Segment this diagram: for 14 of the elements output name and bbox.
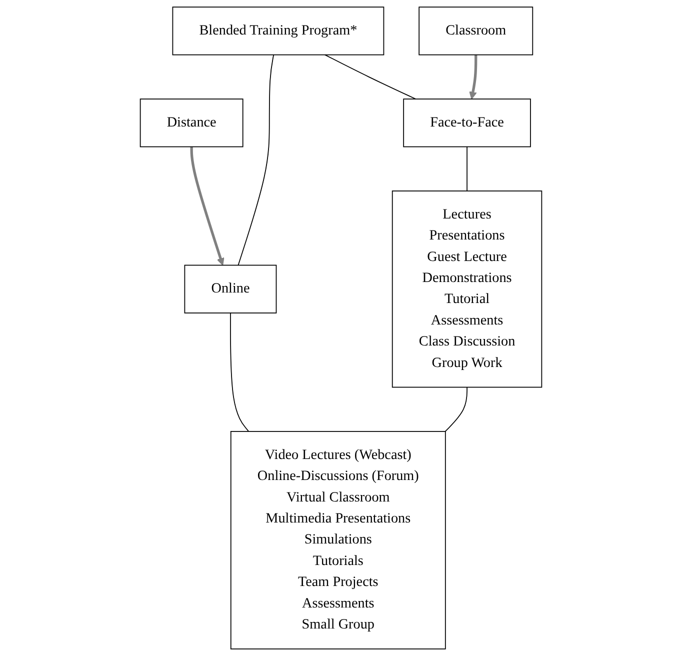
arrow xyxy=(190,146,224,266)
connector xyxy=(230,312,250,432)
arrow xyxy=(469,54,478,100)
connector xyxy=(238,54,274,266)
node-box: Face-to-Face xyxy=(403,98,531,148)
connector xyxy=(444,386,468,432)
connector xyxy=(466,146,468,192)
connector xyxy=(324,54,416,100)
node-box: Classroom xyxy=(418,6,534,56)
node-box: Online xyxy=(184,264,277,314)
node-box: Blended Training Program* xyxy=(172,6,384,56)
node-box: Distance xyxy=(140,98,244,148)
node-box: Video Lectures (Webcast) Online-Discussions (Forum) Virtual Classroom Multimedia Presentations Simulations Tutorials Team Projects Assessments Small Group xyxy=(230,431,446,650)
node-box: Lectures Presentations Guest Lecture Demonstrations Tutorial Assessments Class Discussion Group Work xyxy=(392,190,542,388)
